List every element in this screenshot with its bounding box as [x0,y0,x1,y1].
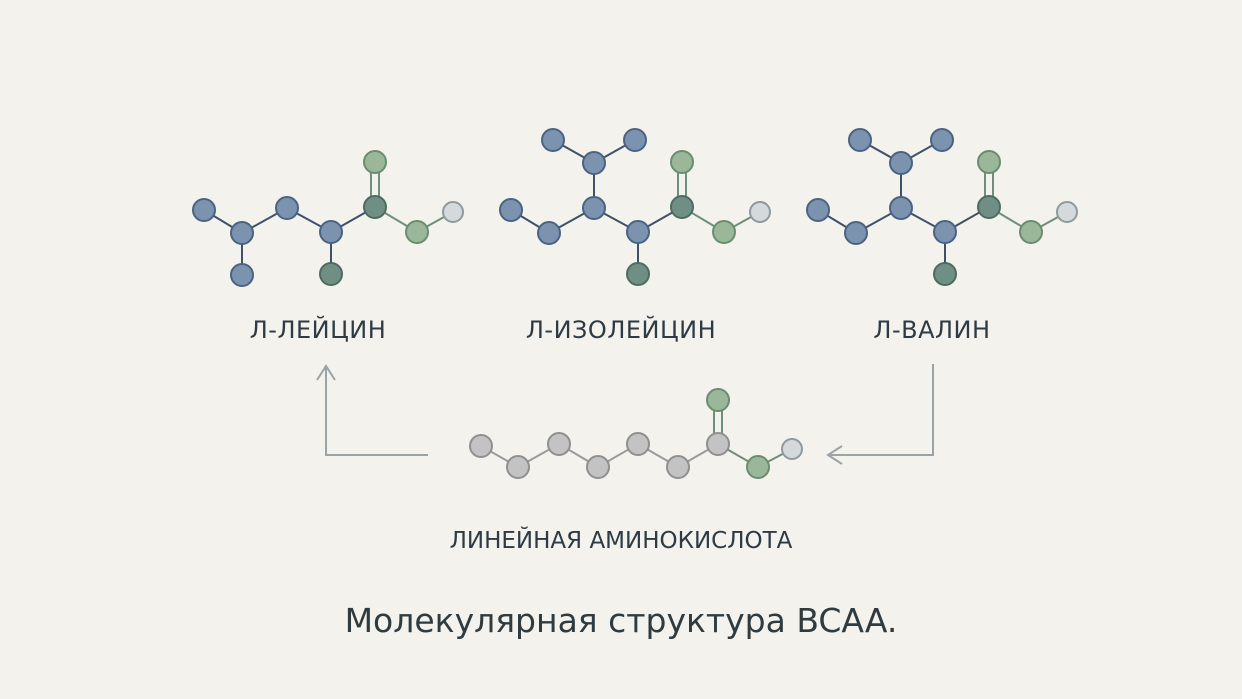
leucine-atom-o1 [363,150,387,174]
linear-atom-o2 [746,455,770,479]
valine-atom-c4 [806,198,830,222]
leucine-bonds [203,162,454,275]
valine-bonds [817,139,1068,274]
leucine-atom-c6 [363,195,387,219]
isoleucine-atom-o2 [712,220,736,244]
linear-atom-h [781,438,803,460]
linear-atom-c5 [626,432,650,456]
isoleucine-atom-o1 [670,150,694,174]
valine-atom-c3 [889,151,913,175]
valine-label: Л-ВАЛИН [873,316,990,344]
valine-atom-o1 [977,150,1001,174]
valine-atom-c1 [848,128,872,152]
leucine-atom-c5 [319,220,343,244]
leucine-atom-n [319,262,343,286]
molecule-valine: Л-ВАЛИН [806,128,1078,344]
leucine-atom-c1 [192,198,216,222]
linear-atom-c2 [506,455,530,479]
valine-atom-c5 [844,221,868,245]
valine-atom-c7 [933,220,957,244]
arrow-from-valine [826,364,934,465]
valine-atom-c6 [889,196,913,220]
linear-atom-c7 [706,432,730,456]
leucine-atom-c2 [230,221,254,245]
valine-atom-c8 [977,195,1001,219]
diagram-caption: Молекулярная структура BCAA. [345,601,898,640]
linear-atom-o1 [706,388,730,412]
linear-atom-c1 [469,434,493,458]
isoleucine-atom-c1 [541,128,565,152]
molecule-leucine: Л-ЛЕЙЦИН [192,150,464,344]
isoleucine-atom-h [749,201,771,223]
arrow-to-leucine [316,364,428,456]
molecule-linear: ЛИНЕЙНАЯ АМИНОКИСЛОТА [450,388,803,554]
linear-atom-c4 [586,455,610,479]
isoleucine-bonds [510,139,761,274]
valine-atom-n [933,262,957,286]
linear-atom-c3 [547,432,571,456]
isoleucine-atom-n [626,262,650,286]
linear-label: ЛИНЕЙНАЯ АМИНОКИСЛОТА [450,526,793,554]
isoleucine-atom-c7 [626,220,650,244]
valine-atom-c2 [930,128,954,152]
molecule-isoleucine: Л-ИЗОЛЕЙЦИН [499,128,771,344]
isoleucine-atom-c5 [537,221,561,245]
isoleucine-atom-c6 [582,196,606,220]
isoleucine-atom-c3 [582,151,606,175]
valine-atom-h [1056,201,1078,223]
leucine-atom-h [442,201,464,223]
linear-atom-c6 [666,455,690,479]
valine-atom-o2 [1019,220,1043,244]
leucine-label: Л-ЛЕЙЦИН [250,315,387,344]
isoleucine-atom-c4 [499,198,523,222]
isoleucine-atom-c8 [670,195,694,219]
leucine-atom-c3 [230,263,254,287]
isoleucine-label: Л-ИЗОЛЕЙЦИН [526,315,716,344]
leucine-atom-c4 [275,196,299,220]
leucine-atom-o2 [405,220,429,244]
isoleucine-atom-c2 [623,128,647,152]
